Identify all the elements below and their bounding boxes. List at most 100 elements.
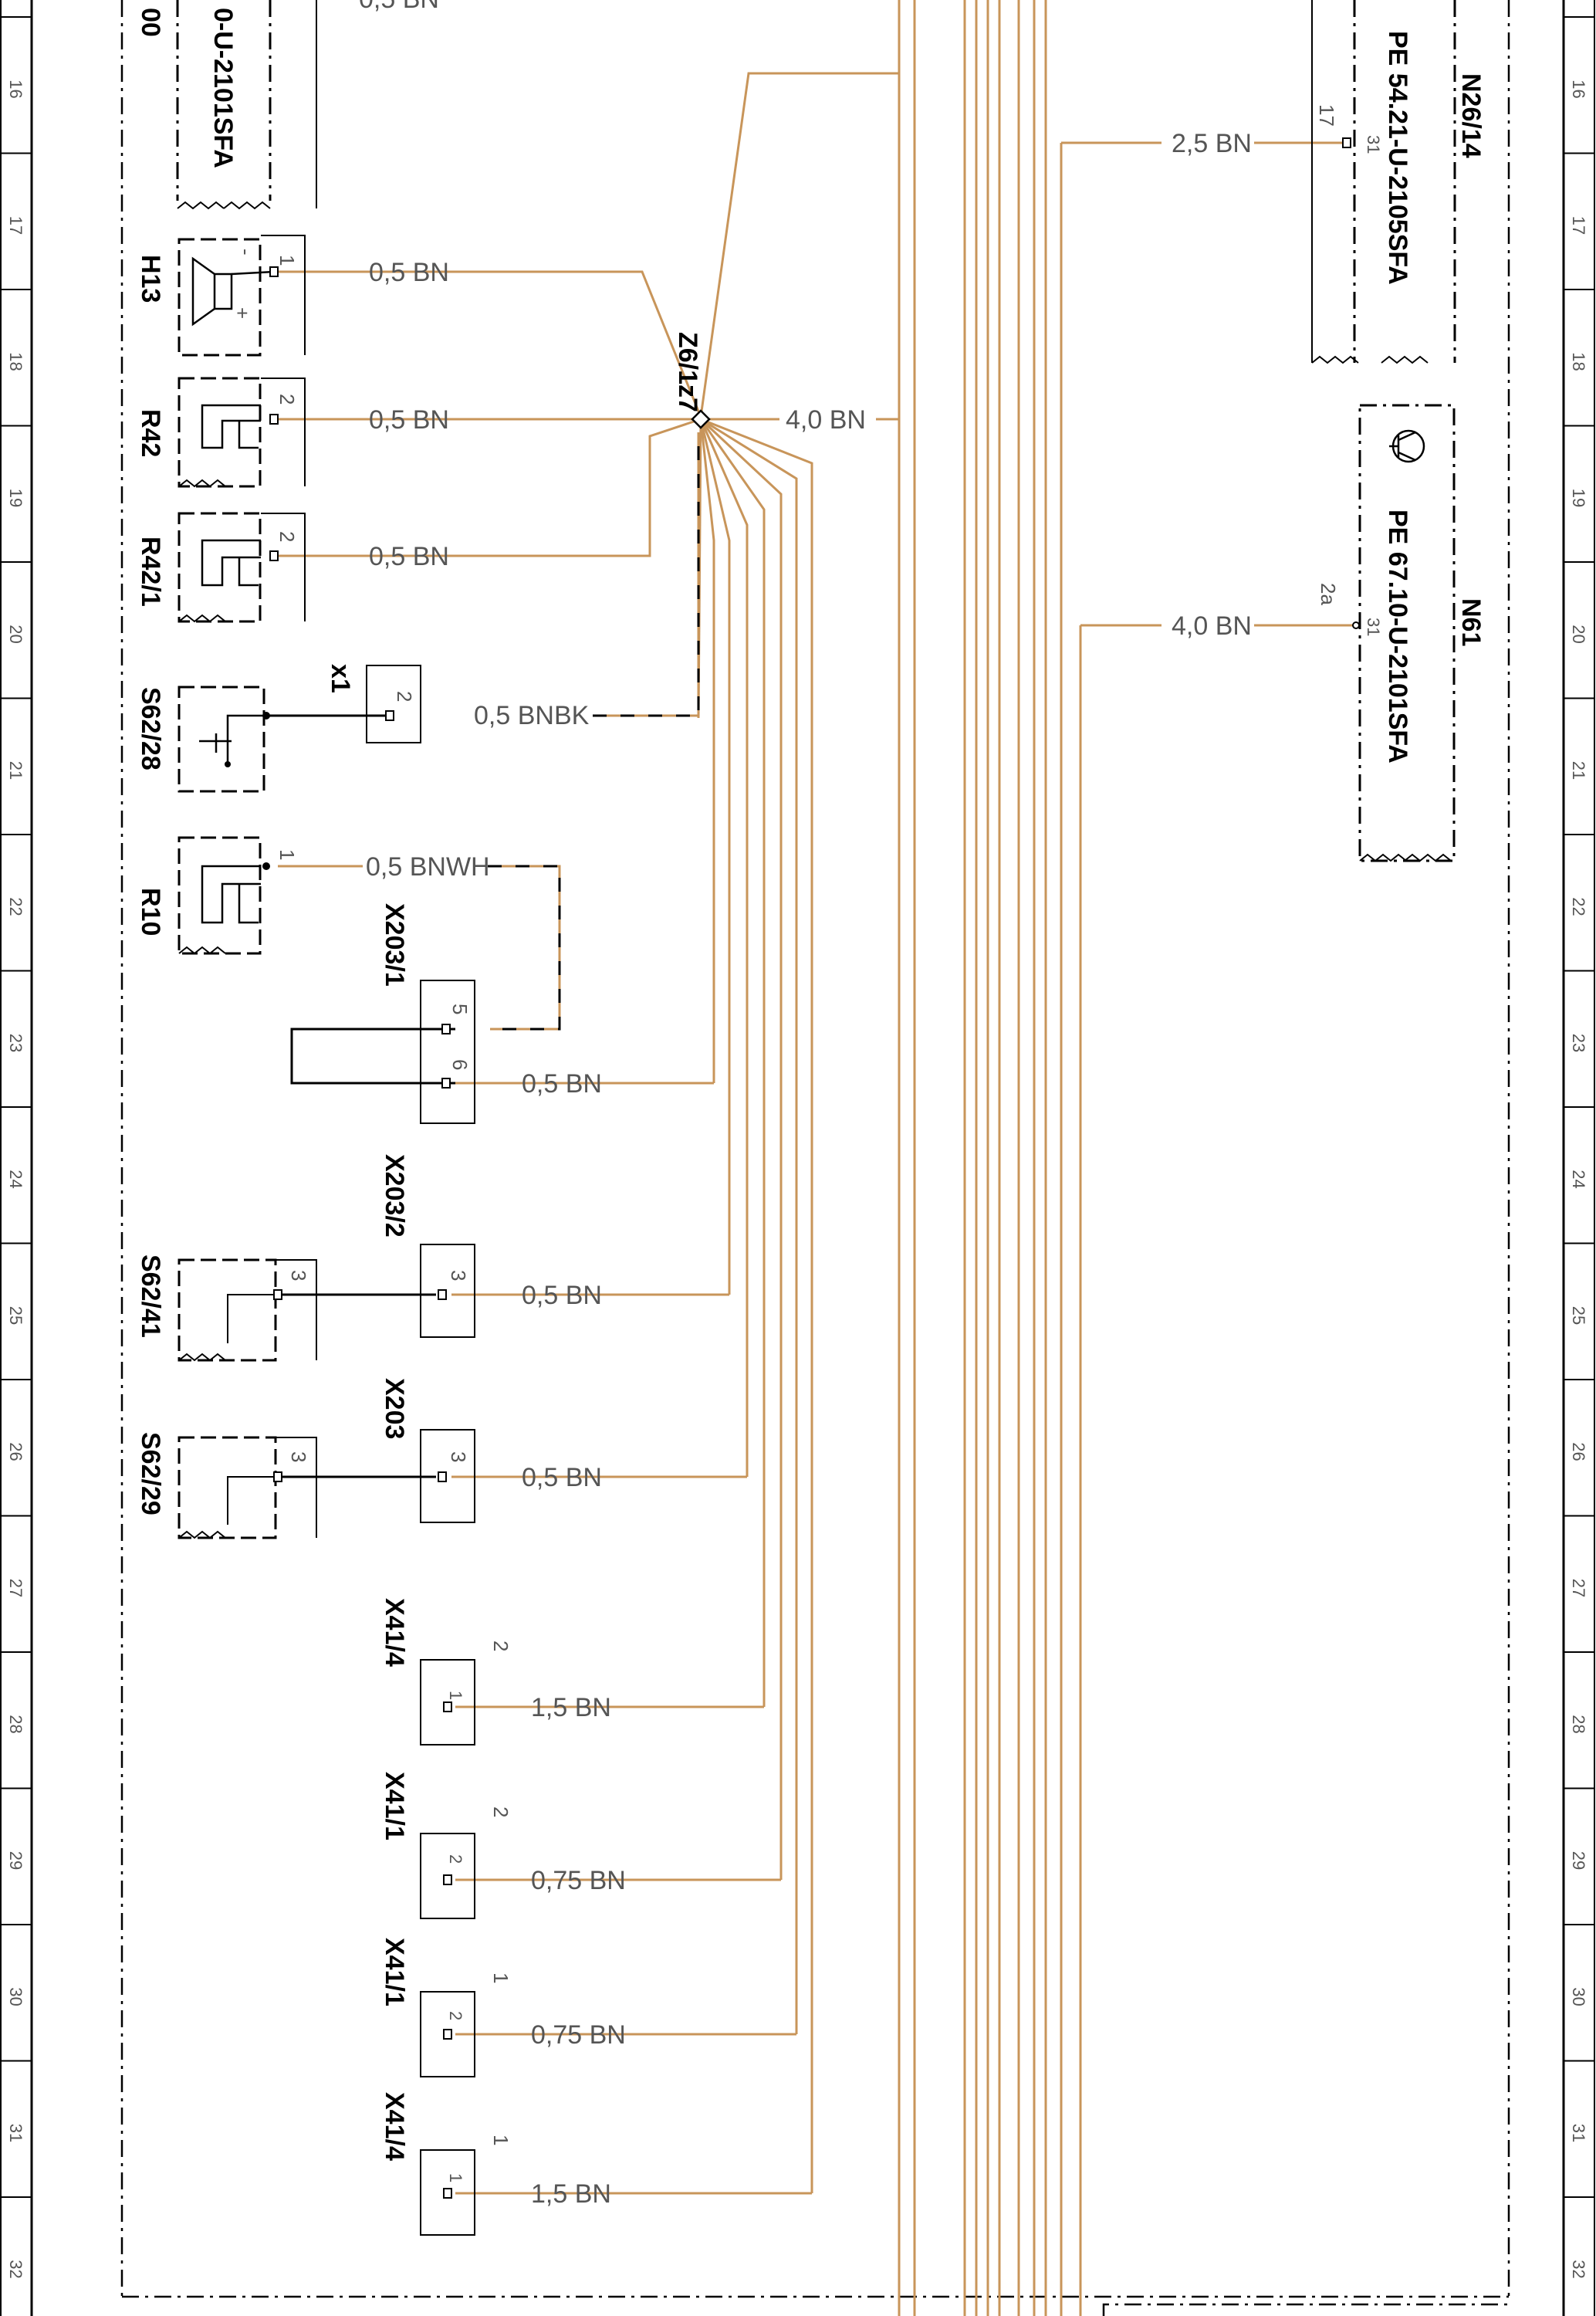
- x41-4-a-pin-inner: 1: [446, 1691, 465, 1700]
- grid-row-label: 32: [1569, 2260, 1588, 2278]
- grid-row-label: 31: [6, 2124, 25, 2142]
- x41-1-a-pin-outer: 2: [489, 1806, 512, 1817]
- x203-1-pin-bottom: 6: [448, 1059, 472, 1070]
- grid-row-label: 29: [1569, 1851, 1588, 1870]
- grid-row-label: 22: [1569, 897, 1588, 916]
- grid-row-label: 22: [6, 897, 25, 916]
- grid-row-label: 30: [6, 1987, 25, 2006]
- x203-2-wire-label: 0,5 BN: [522, 1281, 602, 1310]
- grid-row-label: 17: [6, 216, 25, 235]
- n26-14-pin-outer: 17: [1315, 104, 1338, 127]
- s62-28-connector: x1: [326, 664, 355, 693]
- h13-code: H13: [136, 255, 165, 303]
- grid-row-label: 21: [6, 761, 25, 780]
- x41-4-a-pin-outer: 2: [489, 1640, 512, 1651]
- grid-row-label: 32: [6, 2260, 25, 2278]
- x41-4-b-code: X41/4: [380, 2092, 409, 2161]
- r42-pin: 2: [276, 394, 299, 405]
- component-s62-41: S62/41 3: [136, 1254, 317, 1362]
- grid-row-label: 31: [1569, 2124, 1588, 2142]
- x41-1-b-wire-label: 0,75 BN: [531, 2020, 626, 2050]
- grid-row-label: 16: [1569, 80, 1588, 98]
- grid-row-label: 24: [6, 1170, 25, 1188]
- grid-row-label: 26: [6, 1442, 25, 1461]
- r10-code: R10: [136, 888, 165, 936]
- s62-41-code: S62/41: [136, 1254, 165, 1338]
- r10-pin: 1: [276, 849, 299, 860]
- component-x41-4-b: X41/4 1 1 1,5 BN: [380, 2092, 611, 2236]
- component-h13: H13 1 - + 0,5 BN: [136, 235, 449, 357]
- x41-1-b-pin-inner: 2: [446, 2011, 465, 2020]
- grid-row-label: 27: [6, 1579, 25, 1597]
- x41-4-b-wire-label: 1,5 BN: [531, 2179, 611, 2209]
- grid-row-label: 18: [1569, 352, 1588, 371]
- n26-14-code: N26/14: [1456, 73, 1486, 158]
- component-x203: X203 3 0,5 BN: [380, 1378, 602, 1523]
- transistor-icon: [1389, 429, 1425, 463]
- h13-plus: +: [231, 307, 254, 319]
- x203-pin: 3: [447, 1451, 470, 1462]
- n26-14-wire-label: 2,5 BN: [1172, 129, 1252, 158]
- s62-29-code: S62/29: [136, 1432, 165, 1515]
- n61-pin-inner: 31: [1364, 618, 1383, 636]
- x203-1-wire-label: 0,5 BN: [522, 1069, 602, 1099]
- grid-row-label: 23: [1569, 1034, 1588, 1052]
- grid-row-label: 25: [6, 1306, 25, 1325]
- component-x41-1-a: X41/1 2 2 0,75 BN: [380, 1772, 626, 1919]
- grid-row-label: 25: [1569, 1306, 1588, 1325]
- x203-wire-label: 0,5 BN: [522, 1463, 602, 1492]
- component-x41-4-a: X41/4 2 1 1,5 BN: [380, 1598, 611, 1745]
- s62-29-pin: 3: [287, 1451, 310, 1462]
- component-top-partial: 00 0-U-2101SFA 0,5 BN: [136, 0, 439, 209]
- grid-ticks: [1, 16, 1594, 2198]
- r42-code: R42: [136, 409, 165, 457]
- component-r42: R42 2 0,5 BN: [136, 377, 449, 488]
- component-x41-1-b: X41/1 1 2 0,75 BN: [380, 1938, 626, 2077]
- grid-row-label: 20: [1569, 625, 1588, 643]
- n26-14-pin-inner: 31: [1364, 135, 1383, 154]
- n61-pin-outer: 2a: [1317, 583, 1340, 605]
- grid-row-label: 29: [6, 1851, 25, 1870]
- grid-row-label: 24: [1569, 1170, 1588, 1188]
- s62-28-code: S62/28: [136, 687, 165, 770]
- grid-row-label: 23: [6, 1034, 25, 1052]
- s62-28-wire-label: 0,5 BNBK: [474, 701, 590, 730]
- grid-row-label: 28: [6, 1715, 25, 1733]
- grid-row-label: 28: [1569, 1715, 1588, 1733]
- grid-row-label: 19: [1569, 489, 1588, 507]
- top-partial-code: 00: [136, 8, 165, 37]
- r42-1-wire-label: 0,5 BN: [369, 542, 449, 571]
- component-n26-14: 17 31 N26/14 PE 54.21-U-2105SFA 2,5 BN: [1172, 0, 1486, 364]
- x203-2-pin: 3: [447, 1270, 470, 1281]
- h13-wire-label: 0,5 BN: [369, 258, 449, 287]
- top-partial-ref: 0-U-2101SFA: [208, 8, 238, 168]
- grid-row-label: 17: [1569, 216, 1588, 235]
- grid-row-label: 16: [6, 80, 25, 98]
- n61-ref: PE 67.10-U-2101SFA: [1383, 510, 1412, 764]
- wire-black: [266, 714, 455, 1478]
- r42-1-code: R42/1: [136, 537, 165, 607]
- component-r42-1: R42/1 2 0,5 BN: [136, 512, 449, 623]
- r42-1-pin: 2: [276, 531, 299, 542]
- x41-1-a-wire-label: 0,75 BN: [531, 1866, 626, 1895]
- grid-row-label: 27: [1569, 1579, 1588, 1597]
- x203-code: X203: [380, 1378, 409, 1439]
- x41-1-a-pin-inner: 2: [446, 1854, 465, 1864]
- ecu-boundary: [120, 0, 1510, 2316]
- n26-14-ref: PE 54.21-U-2105SFA: [1383, 31, 1412, 285]
- component-n61: 2a 31 N61 PE 67.10-U-2101SFA 4,0 BN: [1172, 404, 1486, 862]
- top-partial-wire-label: 0,5 BN: [359, 0, 439, 14]
- x41-4-a-code: X41/4: [380, 1598, 409, 1667]
- r10-wire-label: 0,5 BNWH: [366, 852, 490, 882]
- grid-row-label: 30: [1569, 1987, 1588, 2006]
- x41-4-a-wire-label: 1,5 BN: [531, 1693, 611, 1722]
- splice-label: Z6/1z7: [673, 332, 702, 412]
- grid-row-label: 26: [1569, 1442, 1588, 1461]
- x41-1-a-code: X41/1: [380, 1772, 409, 1840]
- splice-z6-1z7: Z6/1z7: [673, 332, 711, 429]
- x41-4-b-pin-inner: 1: [446, 2173, 465, 2182]
- component-s62-28: S62/28 x1 2 0,5 BNBK: [136, 664, 590, 793]
